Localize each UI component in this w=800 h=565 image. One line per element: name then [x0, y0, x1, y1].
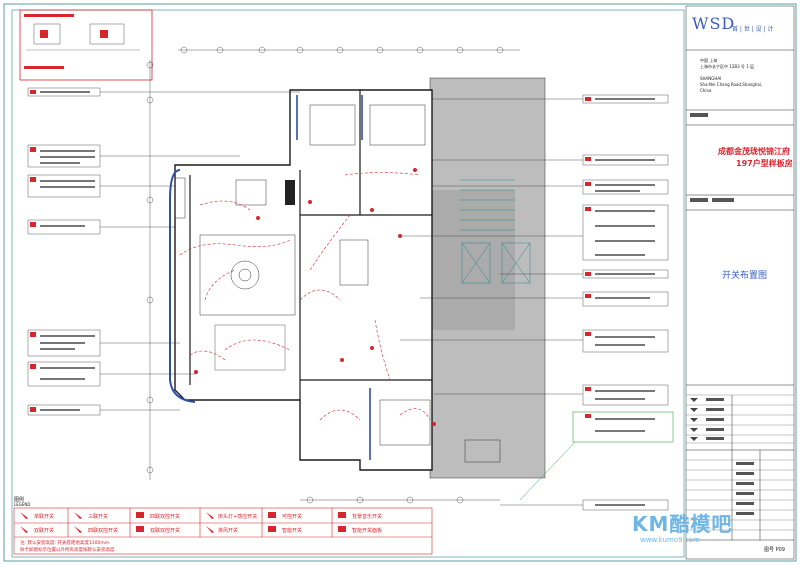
legend-note-2: 除卡如图标示位置以外所有高度按默认安装高度: [20, 548, 115, 553]
address-en-3: China: [700, 88, 712, 93]
address-cn-2: 上海市长宁区中 12B3 号 1 层: [700, 64, 755, 69]
legend-item-6: 双联双控开关: [150, 528, 181, 534]
company-logo-sub: 首 | 世 | 设 | 计: [732, 26, 774, 33]
project-name-line-2: 197户型样板房: [736, 159, 793, 168]
legend-item-2: 双联开关: [34, 528, 55, 534]
floor-plan: [146, 46, 546, 504]
legend-item-1: 单联开关: [34, 514, 55, 520]
callout-boxes-right: [400, 94, 669, 511]
legend-table: [13, 507, 433, 555]
page-number: 图号 P09: [764, 547, 785, 553]
legend-item-10: 智能开关: [282, 528, 303, 534]
legend-item-12: 智能开关面板: [352, 528, 383, 534]
address-cn-1: 中国 上海: [700, 58, 718, 63]
legend-item-3: 三联开关: [88, 514, 109, 520]
legend-subtitle: LEGEND: [14, 502, 31, 507]
legend-item-5: 四联双控开关: [150, 514, 181, 520]
legend-item-4: 四联双控开关: [88, 528, 119, 534]
legend-item-8: 排风开关: [218, 528, 239, 534]
project-name-line-1: 成都金茂珑悦锦江府: [718, 147, 790, 156]
legend-item-7: 床头灯+感应开关: [218, 514, 258, 520]
detail-box: [19, 9, 153, 81]
drawing-title: 开关布置图: [722, 271, 768, 281]
company-logo: WSD: [692, 14, 736, 33]
title-block: [685, 5, 795, 560]
legend-note-1: 注: 默认安装高度: 开关底距地高度1300mm: [20, 541, 110, 546]
address-en-1: SHANGHAI: [700, 76, 722, 81]
watermark-url: www.kumo9.com: [640, 536, 700, 544]
legend-title: 图例: [14, 497, 25, 503]
legend-item-9: 可控开关: [282, 514, 303, 520]
callout-boxes-left: [27, 87, 300, 416]
watermark-brand: KM酷模吧: [632, 512, 733, 536]
address-en-2: Sha-Nei Chang Road,Shanghai,: [700, 82, 763, 87]
legend-item-11: 背景音乐开关: [352, 514, 383, 520]
